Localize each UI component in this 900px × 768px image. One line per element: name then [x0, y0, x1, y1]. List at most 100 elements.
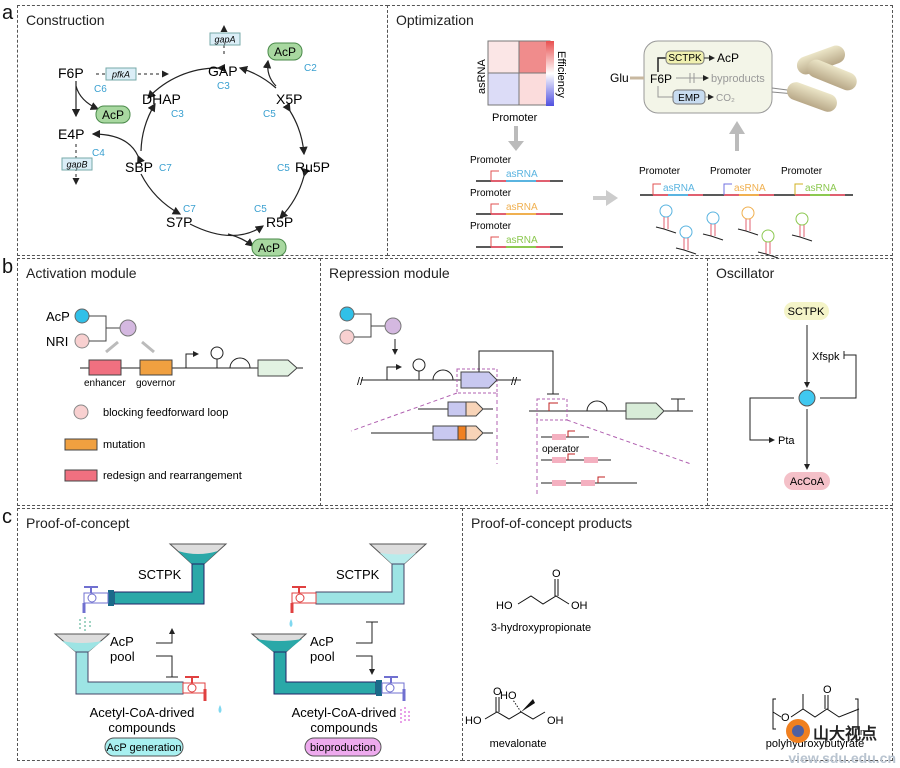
- hairpin-tail: [737, 228, 759, 236]
- cell-input-glu: Glu: [610, 71, 629, 85]
- variant-2-mutation: [457, 425, 467, 441]
- acp-pill-left: AcP: [95, 105, 131, 124]
- arc-ru5p-r5p: [279, 167, 310, 219]
- arc-x5p-ru5p: [282, 102, 308, 156]
- watermark-url: view.sdu.edu.cn: [788, 750, 896, 766]
- optimization-diagram: Efficiency asRNA Promoter Promoter asRNA P…: [470, 40, 857, 259]
- arrow-to-acp-bottom: [227, 233, 254, 247]
- target-gene-cds: [625, 402, 665, 420]
- badge-bioproduction: [304, 737, 382, 757]
- operator-variants: [541, 430, 637, 486]
- carbon-acp: C2: [304, 63, 317, 74]
- construction-panel: Construction pfkA gapA gapB F6P E4P GAP …: [17, 5, 388, 257]
- carbon-sbp: C7: [159, 163, 172, 174]
- input-acp-label: AcP: [46, 309, 70, 324]
- break-mark-right: //: [511, 376, 518, 388]
- construct-promoter-label: Promoter: [470, 221, 512, 232]
- construct-asrna-label: asRNA: [506, 235, 538, 246]
- gene-box-gapb: [61, 157, 93, 171]
- structure-mevalonate: [484, 697, 546, 720]
- gene-pfka: pfkA: [111, 70, 130, 80]
- phb-o-carbonyl: O: [823, 684, 832, 696]
- activation-diagram: AcP NRI enhancer governor blocking feedf…: [46, 308, 303, 482]
- badge-acp-generation: [104, 737, 184, 757]
- legend-red-box-icon: [64, 469, 98, 482]
- target-rbs-arc: [586, 400, 608, 412]
- right-compounds-line1: Acetyl-CoA-drived: [292, 705, 397, 720]
- cell-hub-f6p: F6P: [650, 72, 672, 86]
- acp-circle: [74, 308, 90, 324]
- construction-diagram: pfkA gapA gapB F6P E4P GAP DHAP X5P SBP …: [58, 25, 330, 257]
- promoter-arrow: [386, 364, 402, 380]
- metabolite-dhap: DHAP: [142, 91, 181, 107]
- metabolite-sbp: SBP: [125, 159, 153, 175]
- complex-circle: [119, 319, 137, 337]
- multiplex-asrna-label: asRNA: [805, 183, 837, 194]
- legend-label-redesign: redesign and rearrangement: [103, 470, 242, 482]
- variant-1-cds: [447, 401, 467, 417]
- terminator-head: [210, 346, 224, 360]
- construct-asrna-label: asRNA: [506, 169, 538, 180]
- oscillator-panel: Oscillator SCTPK Xfspk Pta AcCoA: [707, 258, 893, 506]
- multiplex-promoter-icon: [652, 183, 661, 195]
- right-acp-label: AcP: [310, 634, 334, 649]
- input-nri-label: NRI: [46, 334, 68, 349]
- repression-title: Repression module: [329, 265, 450, 281]
- metabolite-e4p: E4P: [58, 126, 84, 142]
- arrow-up: [729, 121, 745, 151]
- highlight-box-2: [536, 398, 568, 421]
- legend-orange-box-icon: [64, 438, 98, 451]
- activation-panel: Activation module AcP NRI enhancer gover…: [17, 258, 321, 506]
- repression-diagram: // //: [339, 306, 693, 494]
- f6p-to-emp: [657, 86, 673, 98]
- activation-title: Activation module: [26, 265, 137, 281]
- optimization-panel: Optimization Efficiency asRNA Promoter P…: [387, 5, 893, 259]
- hairpin-tail: [675, 247, 697, 255]
- svg-text:AcP: AcP: [274, 45, 296, 59]
- hairpin-loop: [659, 204, 673, 218]
- complex-connector: [89, 315, 120, 342]
- colorbar-label: Efficiency: [555, 51, 567, 98]
- hairpin-loop: [706, 211, 720, 225]
- nri-circle: [74, 333, 90, 349]
- construct-asrna-label: asRNA: [506, 202, 538, 213]
- phb-o-chain: O: [781, 712, 790, 724]
- arrow-down: [508, 126, 524, 151]
- acp-pill-bottom: AcP: [251, 238, 287, 257]
- metabolite-r5p: R5P: [266, 214, 293, 230]
- heatmap-cell: [487, 72, 520, 106]
- asrna-hairpins: [655, 204, 813, 259]
- mev-oh-right: OH: [547, 715, 564, 727]
- heatmap-cell: [518, 72, 551, 106]
- heatmap-xlabel: Promoter: [492, 112, 538, 124]
- arrow-f6p-acp: [75, 85, 100, 110]
- products-diagram: HO OH O 3-hydroxypropionate HO HO OH O m…: [465, 568, 877, 750]
- panel-label-a: a: [2, 2, 14, 24]
- construct-promoter-icon: [490, 236, 499, 247]
- acp-circle: [339, 306, 355, 322]
- multiplex-promoter-label: Promoter: [781, 166, 823, 177]
- construct-promoter-icon: [490, 203, 499, 214]
- hairpin-tail: [655, 226, 677, 234]
- oscillator-xfspk: Xfspk: [812, 351, 840, 363]
- oscillator-accoa: AcCoA: [790, 476, 825, 488]
- carbon-f6p: C6: [94, 84, 107, 95]
- oscillator-diagram: SCTPK Xfspk Pta AcCoA: [749, 302, 857, 490]
- right-compounds-line2: compounds: [310, 720, 378, 735]
- right-pool-label: pool: [310, 649, 335, 664]
- complex-connector: [354, 313, 385, 338]
- metabolite-f6p: F6P: [58, 65, 84, 81]
- hairpin-stem: [710, 224, 716, 236]
- left-compounds-line1: Acetyl-CoA-drived: [90, 705, 195, 720]
- efficiency-heatmap: [487, 40, 551, 106]
- break-mark-left: //: [357, 376, 364, 388]
- arrow-to-acp-top: [262, 59, 277, 87]
- feedback-inhibition: [820, 351, 857, 399]
- product-3hp-name: 3-hydroxypropionate: [491, 622, 591, 634]
- multiplex-asrna-label: asRNA: [734, 183, 766, 194]
- left-scenario: [53, 543, 228, 713]
- sctpk-pill: [784, 302, 829, 320]
- variant-2-tag: [465, 425, 484, 441]
- hairpin-tail: [702, 233, 724, 241]
